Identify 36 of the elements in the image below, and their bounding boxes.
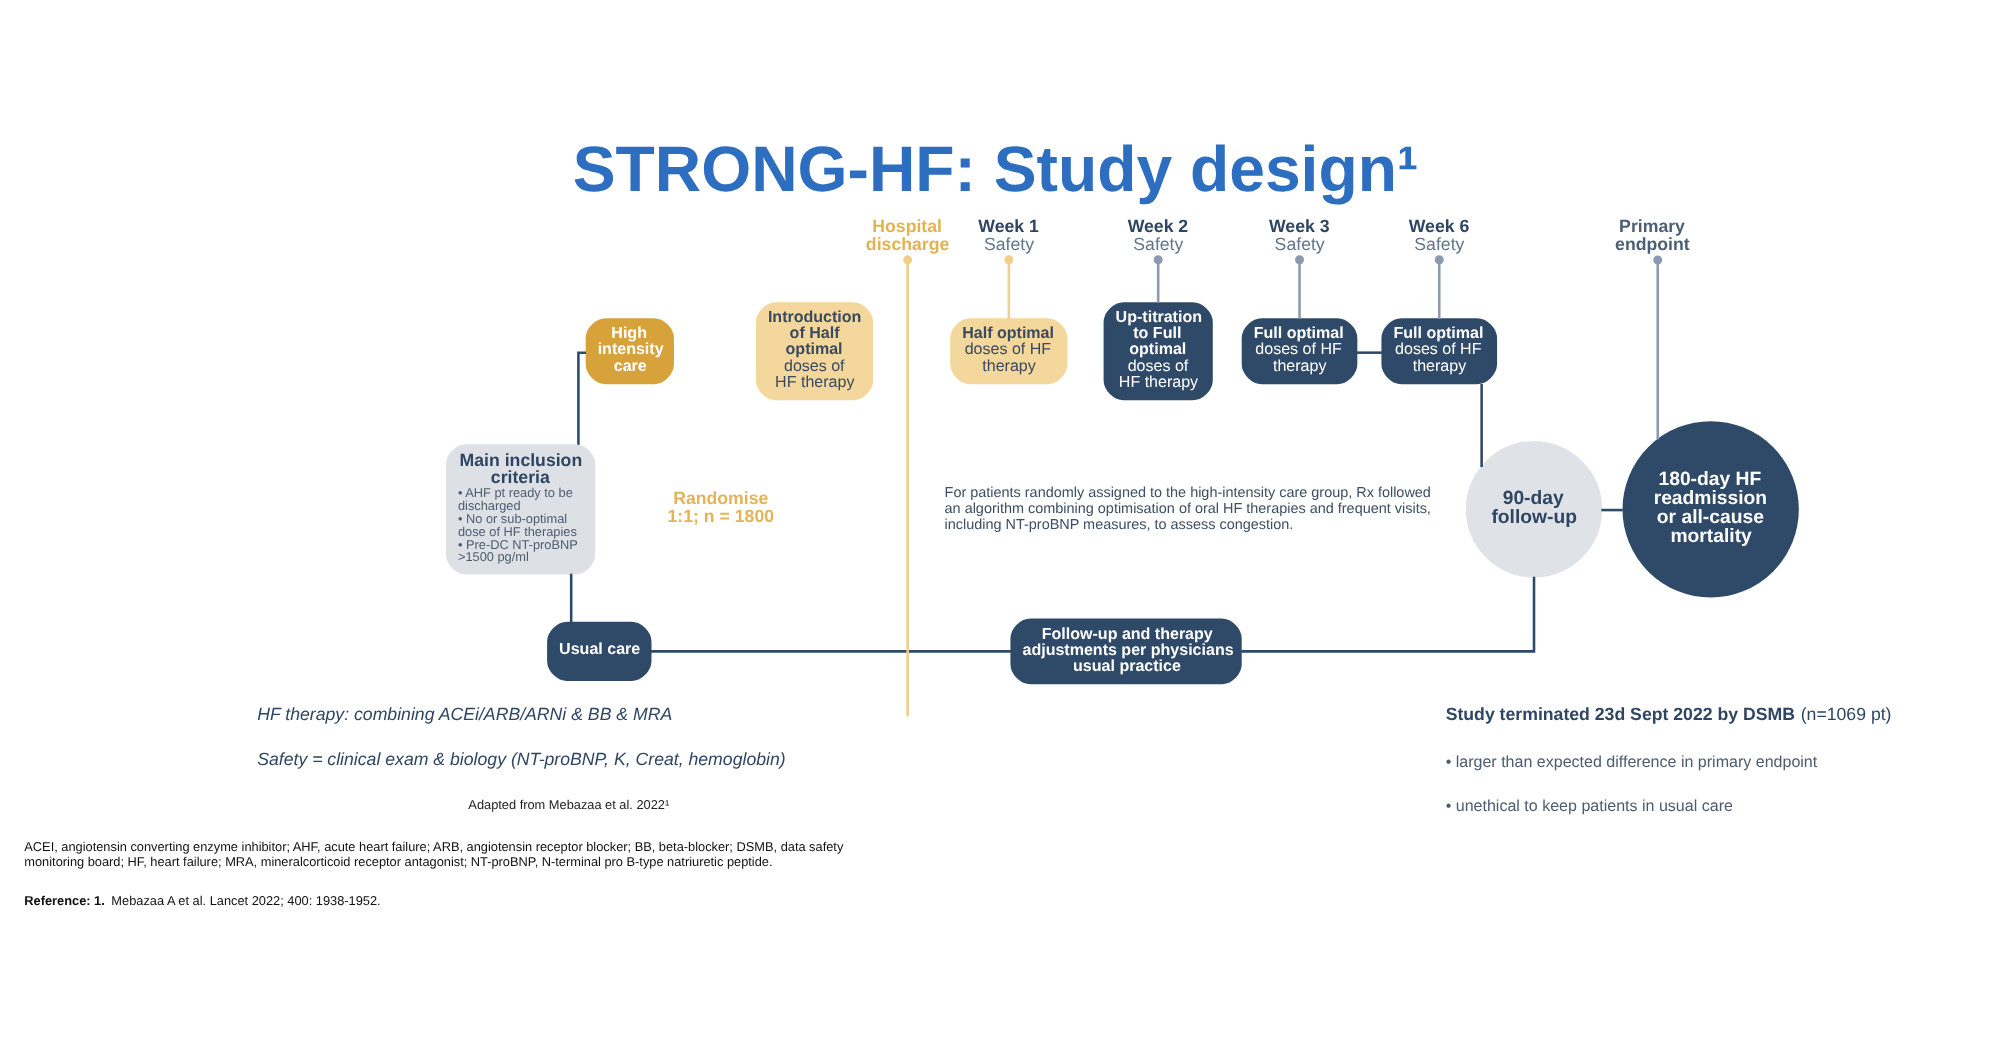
connector [1241,576,1536,653]
node-circle: 90-day follow-up [1465,441,1603,578]
node-text: Week 3 Safety [1269,216,1330,254]
node-box: High intensity care [585,318,674,385]
connector [1004,255,1014,319]
label: Randomise 1:1; n = 1800 [667,488,775,526]
label: HF therapy: combining ACEi/ARB/ARNi & BB & MRA [257,704,673,725]
node-box: Half optimal doses of HF therapy [950,318,1068,385]
node-text: Week 1 Safety [978,216,1039,254]
connector [1153,255,1163,303]
connector [1356,351,1382,354]
node-text: Primary endpoint [1615,216,1690,254]
node-box: Usual care [547,621,652,682]
label: • unethical to keep patients in usual care [1445,797,1733,816]
node-text: Hospital discharge [865,216,950,254]
node-box: Full optimal doses of HF therapy [1381,318,1498,385]
node-text: Week 2 Safety [1127,216,1189,254]
connector [1601,508,1623,512]
connector [1434,255,1444,319]
node-text: Week 6 Safety [1408,216,1470,254]
label: Study terminated 23d Sept 2022 by DSMB (n=1069 pt) [1445,704,1892,725]
label: Safety = clinical exam & biology (NT-proBNP, K, Creat, hemoglobin) [257,749,786,770]
node-box: Full optimal doses of HF therapy [1241,318,1358,385]
node-box: Up-titration to Full optimal doses of HF therapy [1103,302,1213,401]
connector [906,263,909,717]
connector [1295,255,1305,319]
connector [1480,384,1483,467]
node-box: Follow-up and therapy adjustments per physicians usual practice [1010,618,1242,685]
label: • larger than expected difference in primary endpoint [1445,753,1818,772]
connector [1653,255,1663,440]
connector [650,650,1012,653]
diagram-title: STRONG-HF: Study design¹ [572,132,1419,205]
node-circle: 180-day HF readmission or all-cause mortality [1622,421,1799,598]
connector [569,573,573,623]
node-box: Introduction of Half optimal doses of HF therapy [755,302,874,401]
label: For patients randomly assigned to the high-intensity care group, Rx followed an algorithm combining optimisation of oral HF therapies and frequent visits, including NT-proBNP measures, to assess congestion. [944,482,1431,533]
